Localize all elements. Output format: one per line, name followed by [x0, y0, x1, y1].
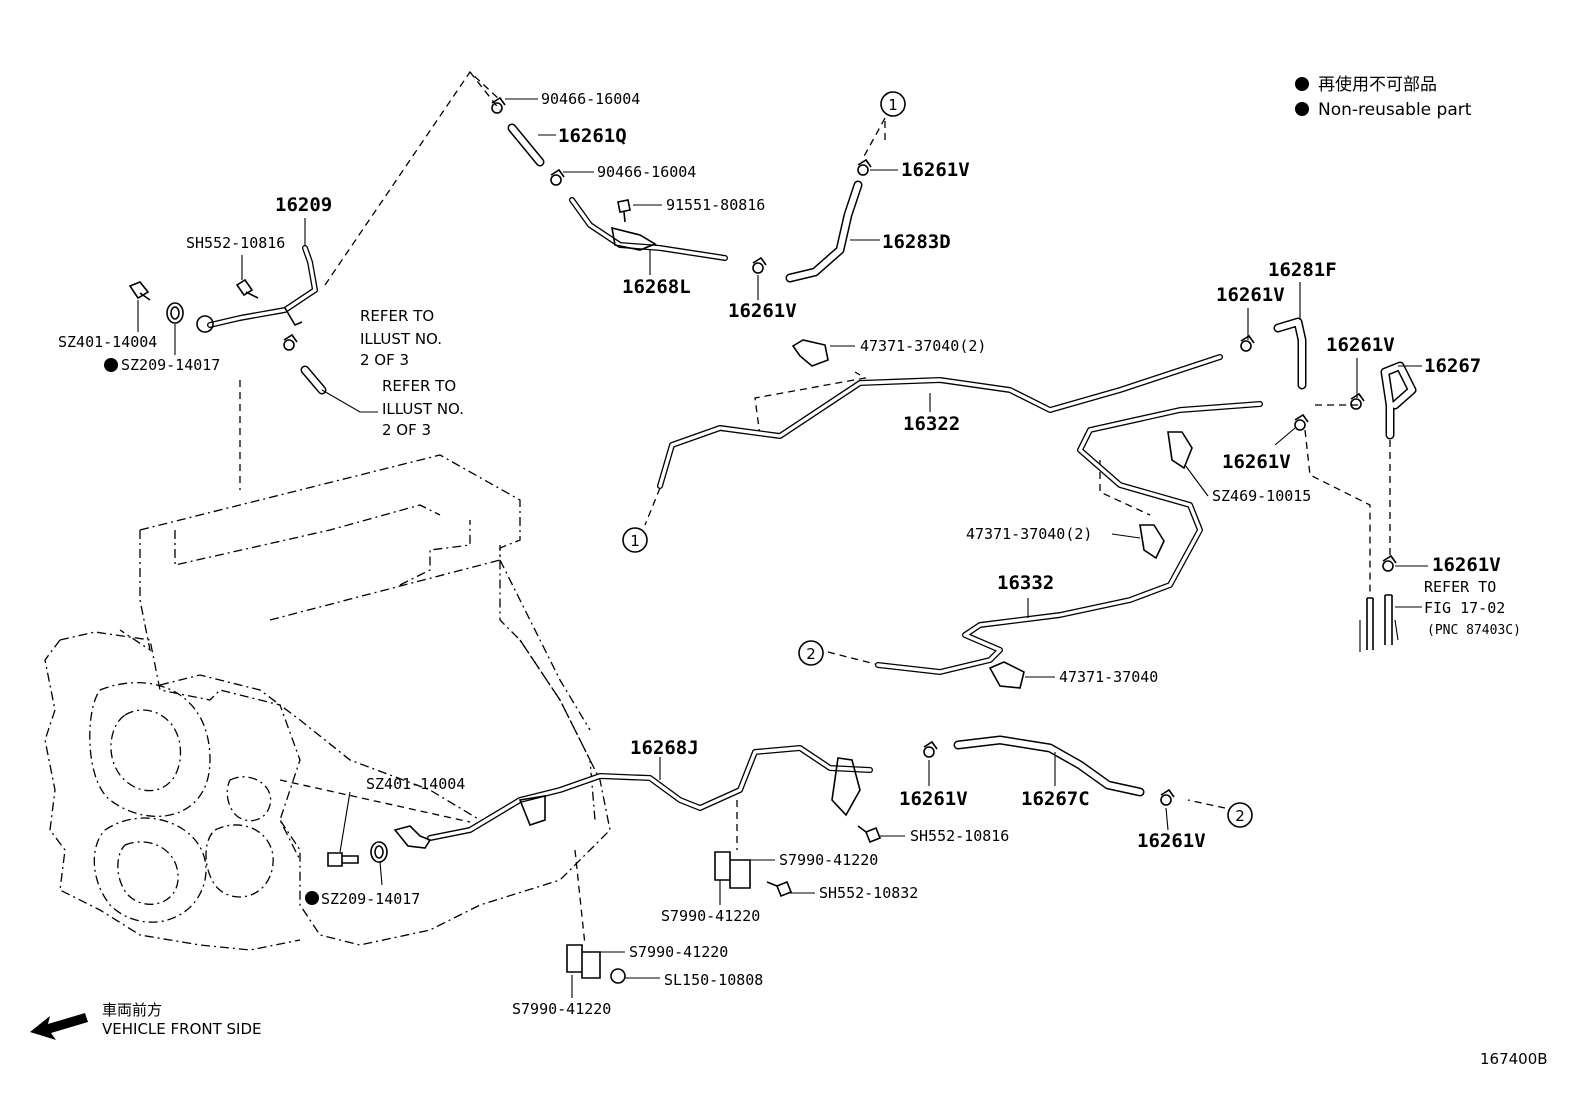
- engine-outline: [44, 454, 611, 951]
- pipe-16268J: [427, 745, 873, 841]
- callout-1-pipe-text: 1: [630, 532, 640, 550]
- pipe-16332: [875, 401, 1263, 675]
- front-arrow-icon: [30, 1013, 88, 1040]
- part-label-16322: 16322: [903, 413, 960, 435]
- part-label-16267: 16267: [1424, 355, 1481, 377]
- refer-illust-a-line1: REFER TO: [360, 307, 434, 325]
- hose-16281F: [1273, 317, 1307, 390]
- part-labels: 90466-16004 16261Q 90466-16004 91551-808…: [58, 90, 1501, 1018]
- part-label-SL150: SL150-10808: [664, 971, 763, 989]
- part-label-16209: 16209: [275, 194, 332, 216]
- callout-1-top: 1: [880, 91, 906, 117]
- refer-fig-line3: (PNC 87403C): [1427, 623, 1521, 638]
- refer-fig-line1: REFER TO: [1424, 578, 1496, 596]
- part-label-16332: 16332: [997, 572, 1054, 594]
- part-label-16268J: 16268J: [630, 737, 699, 759]
- callout-2-pipe-text: 2: [806, 645, 816, 663]
- callout-1-top-text: 1: [888, 96, 898, 114]
- figure-code: 167400B: [1480, 1050, 1548, 1068]
- part-label-SH552-b: SH552-10816: [910, 827, 1009, 845]
- leader-lines: [137, 98, 1428, 998]
- part-label-S7990-a: S7990-41220: [779, 851, 878, 869]
- refer-illust-a-line2: ILLUST NO.: [360, 330, 442, 348]
- refer-fig: REFER TO FIG 17-02 (PNC 87403C): [1424, 578, 1521, 638]
- part-label-16261V-281: 16261V: [1216, 284, 1285, 306]
- callout-2-hose: 2: [1227, 802, 1253, 828]
- part-label-16268L: 16268L: [622, 276, 691, 298]
- part-label-16283D: 16283D: [882, 231, 951, 253]
- part-label-SZ209-a: SZ209-14017: [121, 356, 220, 374]
- part-label-SZ401-b: SZ401-14004: [366, 775, 465, 793]
- part-label-47371-b: 47371-37040(2): [966, 525, 1092, 543]
- hose-16267C: [953, 735, 1145, 797]
- part-label-16261V-r2: 16261V: [1222, 451, 1291, 473]
- refer-illust-b-line1: REFER TO: [382, 377, 456, 395]
- part-label-16261V-b2: 16261V: [1137, 830, 1206, 852]
- callout-1-pipe: 1: [622, 527, 648, 553]
- legend: 再使用不可部品 Non-reusable part: [1295, 74, 1472, 120]
- front-side-jp: 車両前方: [102, 1001, 162, 1019]
- vehicle-front-indicator: 車両前方 VEHICLE FRONT SIDE: [30, 1001, 262, 1040]
- callout-2-pipe: 2: [798, 640, 824, 666]
- part-label-90466-b: 90466-16004: [597, 163, 696, 181]
- legend-dot-en: [1295, 102, 1309, 116]
- part-label-16261V-top: 16261V: [901, 159, 970, 181]
- guide-lines: [239, 71, 1391, 946]
- hose-16267: [1380, 361, 1417, 440]
- part-label-SH552-a: SH552-10816: [186, 234, 285, 252]
- non-reusable-dot-b: [305, 891, 319, 905]
- refer-illust-a: REFER TO ILLUST NO. 2 OF 3: [360, 307, 442, 369]
- legend-non-reusable-en: Non-reusable part: [1318, 100, 1472, 120]
- legend-non-reusable-jp: 再使用不可部品: [1318, 74, 1437, 95]
- pipe-16322: [657, 354, 1223, 489]
- pipe-16209: [196, 245, 318, 333]
- fig-17-02-stubs: [1359, 594, 1399, 652]
- part-label-16281F: 16281F: [1268, 259, 1337, 281]
- part-label-47371-a: 47371-37040(2): [860, 337, 986, 355]
- part-label-SZ209-b: SZ209-14017: [321, 890, 420, 908]
- part-label-16261V-r3: 16261V: [1432, 554, 1501, 576]
- part-label-16261Q: 16261Q: [558, 125, 627, 147]
- bolt-icons: [128, 199, 882, 984]
- part-label-SH552-c: SH552-10832: [819, 884, 918, 902]
- part-label-16267C: 16267C: [1021, 788, 1090, 810]
- part-label-91551: 91551-80816: [666, 196, 765, 214]
- clamp-icons: [283, 96, 1397, 806]
- refer-illust-b-line3: 2 OF 3: [382, 421, 431, 439]
- part-label-S7990-d: S7990-41220: [512, 1000, 611, 1018]
- legend-dot-jp: [1295, 77, 1309, 91]
- part-label-16261V-mid: 16261V: [728, 300, 797, 322]
- bracket-icons: [393, 339, 1193, 979]
- part-label-S7990-b: S7990-41220: [661, 907, 760, 925]
- non-reusable-dot-a: [104, 358, 118, 372]
- refer-illust-b: REFER TO ILLUST NO. 2 OF 3: [382, 377, 464, 439]
- part-label-16261V-b1: 16261V: [899, 788, 968, 810]
- gasket-icons: [166, 302, 388, 863]
- hose-ref-illust: [300, 365, 327, 395]
- hose-16283D: [785, 180, 863, 283]
- callout-2-hose-text: 2: [1235, 807, 1245, 825]
- part-label-SZ401-a: SZ401-14004: [58, 333, 157, 351]
- part-label-S7990-c: S7990-41220: [629, 943, 728, 961]
- refer-fig-line2: FIG 17-02: [1424, 599, 1505, 617]
- front-side-en: VEHICLE FRONT SIDE: [102, 1020, 262, 1038]
- part-label-16261V-267: 16261V: [1326, 334, 1395, 356]
- pipe-16268L: [569, 197, 728, 261]
- part-label-47371-c: 47371-37040: [1059, 668, 1158, 686]
- refer-illust-b-line2: ILLUST NO.: [382, 400, 464, 418]
- part-label-90466-a: 90466-16004: [541, 90, 640, 108]
- refer-illust-a-line3: 2 OF 3: [360, 351, 409, 369]
- hose-16261Q: [507, 123, 545, 167]
- part-label-SZ469: SZ469-10015: [1212, 487, 1311, 505]
